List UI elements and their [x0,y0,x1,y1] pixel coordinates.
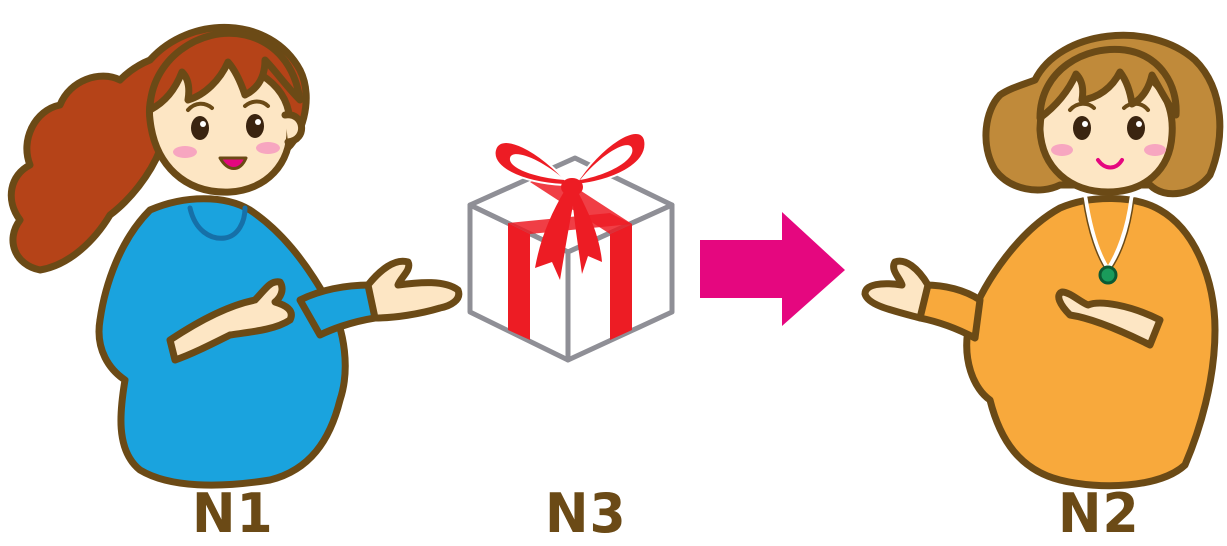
woman-presenting-icon [11,27,459,485]
label-receiver: N2 [1058,487,1140,542]
right-arrow-icon [700,212,845,326]
label-gift: N3 [545,487,627,542]
receiver-hand [865,261,928,318]
woman-receiving-icon [865,35,1220,485]
label-giver: N1 [192,487,274,542]
receiver-shirt [967,198,1215,485]
gift-box-icon [470,133,672,360]
giver-hand [368,261,459,318]
